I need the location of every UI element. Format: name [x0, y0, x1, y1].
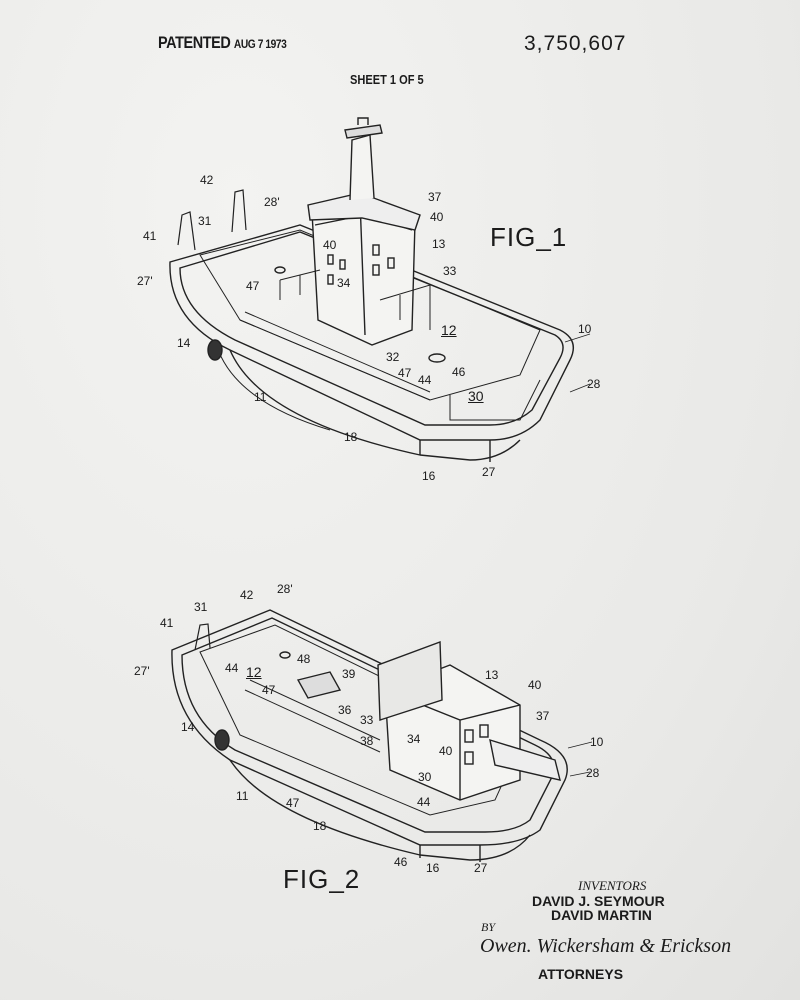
inventor-2: DAVID MARTIN: [551, 907, 652, 923]
reference-numeral: 34: [407, 732, 421, 746]
patent-number: 3,750,607: [524, 32, 627, 55]
reference-numeral: 34: [337, 276, 351, 290]
reference-numeral: 30: [418, 770, 432, 784]
reference-numeral: 40: [323, 238, 337, 252]
reference-numeral: 11: [254, 390, 267, 404]
reference-numeral: 42: [240, 588, 254, 602]
inventor-1: DAVID J. SEYMOUR: [532, 893, 665, 909]
reference-numeral: 47: [262, 683, 276, 697]
reference-numeral: 31: [194, 600, 208, 614]
reference-numeral: 48: [297, 652, 311, 666]
reference-numeral: 33: [443, 264, 457, 278]
sheet-number: SHEET 1 OF 5: [350, 72, 424, 87]
reference-numeral: 14: [177, 336, 191, 350]
inventors-heading: INVENTORS: [578, 878, 647, 893]
reference-numeral: 30: [468, 388, 484, 404]
reference-numeral: 27': [134, 664, 150, 678]
reference-numeral: 27: [482, 465, 496, 479]
reference-numeral: 12: [246, 664, 262, 680]
reference-numeral: 37: [536, 709, 550, 723]
attorneys-label: ATTORNEYS: [538, 966, 624, 982]
reference-numeral: 46: [394, 855, 408, 869]
reference-numeral: 40: [430, 210, 444, 224]
reference-numeral: 47: [398, 366, 412, 380]
reference-numeral: 10: [578, 322, 592, 336]
reference-numeral: 42: [200, 173, 214, 187]
reference-numeral: 16: [426, 861, 440, 875]
reference-numeral: 44: [225, 661, 239, 675]
leader-lines: [564, 333, 593, 777]
attorney-signature: Owen. Wickersham & Erickson: [480, 935, 732, 957]
fig1-tugboat-drawing: [169, 117, 574, 462]
patent-date: AUG 7 1973: [233, 37, 287, 51]
reference-numeral: 41: [143, 229, 157, 243]
reference-numeral: 33: [360, 713, 374, 727]
fig1-title: FIG_1: [490, 222, 568, 252]
fig2-tugboat-drawing: [171, 609, 568, 862]
reference-numeral: 37: [428, 190, 442, 204]
reference-numeral: 27': [137, 274, 153, 288]
reference-numeral: 38: [360, 734, 374, 748]
reference-numeral: 40: [528, 678, 542, 692]
reference-numeral: 18: [344, 430, 358, 444]
reference-numeral: 16: [422, 469, 436, 483]
reference-numeral: 27: [474, 861, 488, 875]
reference-numeral: 36: [338, 703, 352, 717]
reference-numeral: 39: [342, 667, 356, 681]
reference-numeral: 47: [246, 279, 260, 293]
reference-numeral: 40: [439, 744, 453, 758]
reference-numeral: 31: [198, 214, 212, 228]
reference-numeral: 13: [485, 668, 499, 682]
reference-numeral: 47: [286, 796, 300, 810]
reference-numeral: 11: [236, 789, 249, 803]
reference-numeral: 44: [417, 795, 431, 809]
patented-label: PATENTED: [158, 33, 231, 52]
reference-numeral: 28': [277, 582, 293, 596]
reference-numeral: 28': [264, 195, 280, 209]
reference-numeral: 14: [181, 720, 195, 734]
patented-date: PATENTED AUG 7 1973: [158, 33, 287, 53]
fig2-title: FIG_2: [283, 864, 361, 894]
reference-numeral: 10: [590, 735, 604, 749]
reference-numeral: 32: [386, 350, 400, 364]
reference-numeral: 28: [587, 377, 601, 391]
reference-numeral: 13: [432, 237, 446, 251]
reference-numeral: 44: [418, 373, 432, 387]
reference-numeral: 28: [586, 766, 600, 780]
reference-numeral: 12: [441, 322, 457, 338]
reference-numeral: 46: [452, 365, 466, 379]
reference-numeral: 41: [160, 616, 174, 630]
by-label: BY: [481, 920, 496, 934]
reference-numeral: 18: [313, 819, 327, 833]
